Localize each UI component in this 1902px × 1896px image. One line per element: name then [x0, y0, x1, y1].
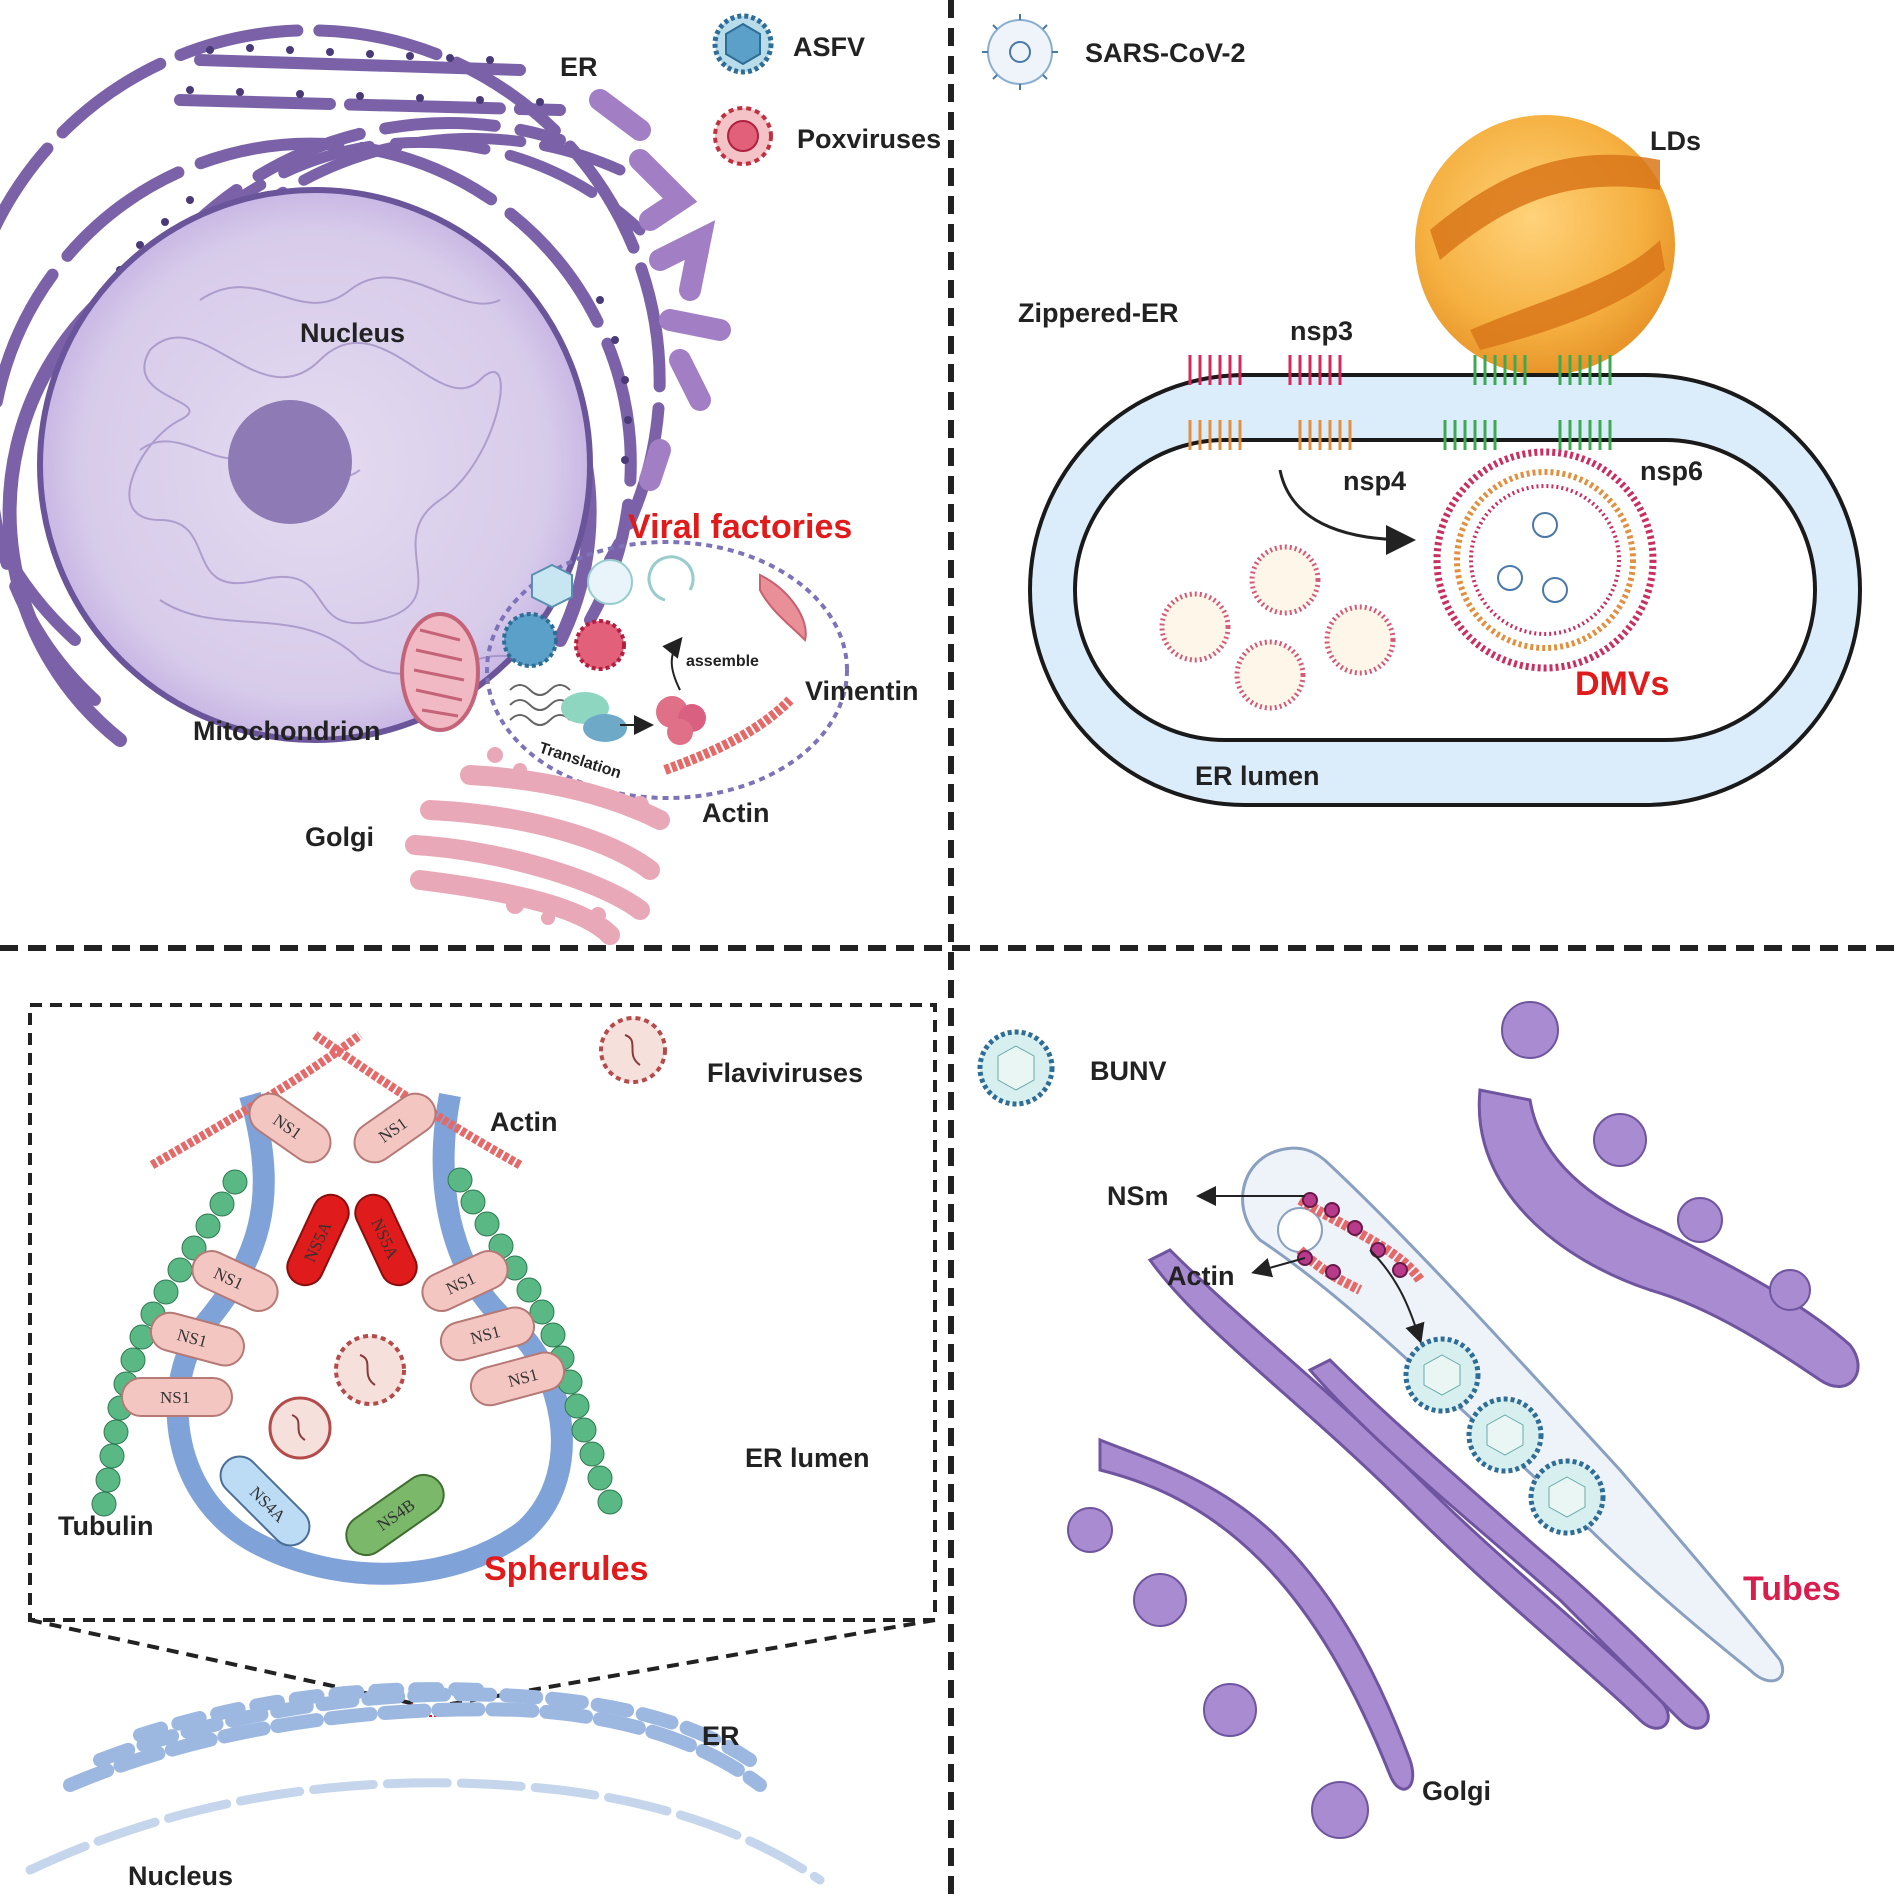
golgi-d [1098, 1088, 1860, 1791]
tubes-label: Tubes [1743, 1570, 1841, 1608]
bunv-label: BUNV [1090, 1056, 1167, 1086]
mitochondrion-label: Mitochondrion [193, 716, 380, 746]
nsp3-label: nsp3 [1290, 316, 1353, 346]
poxvirus-icon [713, 106, 773, 166]
virion-release-arrow [1369, 1249, 1425, 1344]
viral-factories-label: Viral factories [628, 508, 852, 546]
asfv-icon [712, 13, 774, 75]
golgi-label-d: Golgi [1422, 1776, 1491, 1806]
nucleus-label-c: Nucleus [128, 1861, 233, 1891]
panel-d: BUNV Golgi NSm Actin [977, 1001, 1860, 1839]
flavivirus-icon [599, 1016, 667, 1084]
bunv-virion [1528, 1458, 1606, 1536]
er-label-c: ER [702, 1721, 740, 1751]
mitochondrion-icon [400, 612, 480, 732]
actin-label-a: Actin [702, 798, 770, 828]
ns1-protein: NS1 [121, 1377, 233, 1417]
zippered-er-label: Zippered-ER [1018, 298, 1179, 328]
actin-label-d: Actin [1167, 1261, 1235, 1291]
sars-cov-2-icon [982, 14, 1058, 90]
flavivirus-virion [334, 1334, 406, 1406]
lds-label: LDs [1650, 126, 1701, 156]
ns4a-protein: NS4A [219, 1455, 311, 1547]
golgi-label-a: Golgi [305, 822, 374, 852]
ns1-protein: NS1 [439, 1306, 536, 1362]
nsm-label: NSm [1107, 1181, 1169, 1211]
asfv-label: ASFV [793, 32, 865, 62]
flavivirus-virion [268, 1396, 332, 1460]
svg-text:NS1: NS1 [160, 1388, 190, 1407]
bunv-icon [977, 1029, 1055, 1107]
assemble-label: assemble [686, 653, 759, 670]
nsp6-label: nsp6 [1640, 456, 1703, 486]
nucleus-label-a: Nucleus [300, 318, 405, 348]
factory-contents [502, 555, 706, 745]
nuclear-envelope-c [25, 1778, 825, 1885]
actin-filament-a [663, 696, 794, 775]
actin-label-c: Actin [490, 1107, 558, 1137]
dmvs-label: DMVs [1575, 665, 1669, 703]
zoom-lines [29, 1618, 936, 1707]
nucleolus-a [228, 400, 352, 524]
nsp4-protein [1188, 420, 1352, 450]
golgi-a [405, 765, 670, 945]
vimentin-label: Vimentin [805, 676, 919, 706]
ns5a-protein: NS5A [286, 1193, 350, 1287]
er-tubules-a [589, 89, 731, 491]
ns1-protein: NS1 [191, 1250, 279, 1312]
poxviruses-label: Poxviruses [797, 124, 941, 154]
tubulin-label: Tubulin [58, 1511, 153, 1541]
dmv-formation-arrow [1278, 469, 1416, 555]
ns1-protein: NS1 [421, 1250, 509, 1312]
nsp6-protein [1443, 355, 1612, 450]
er-lumen-label-c: ER lumen [745, 1443, 870, 1473]
er-label-a: ER [560, 52, 598, 82]
vimentin-shape [759, 573, 807, 642]
ns1-protein: NS1 [149, 1311, 246, 1367]
panel-b: SARS-CoV-2 LDs Zippered-ER ER lumen nsp3… [982, 14, 1862, 807]
ns1-protein: NS1 [469, 1351, 566, 1407]
nsp4-label: nsp4 [1343, 466, 1406, 496]
dmv-small [1159, 544, 1396, 711]
tubulin-right [447, 1167, 623, 1515]
ns4b-protein: NS4B [345, 1473, 445, 1557]
spherules-label: Spherules [484, 1550, 648, 1588]
viral-factory-boundary [485, 540, 849, 800]
actin-arrow-d [1251, 1257, 1306, 1278]
golgi-vesicles-a [487, 747, 649, 925]
er-lumen-label-b: ER lumen [1195, 761, 1320, 791]
panel-c: Flaviviruses Actin Tubulin NS1 NS1 NS1 [25, 1003, 937, 1891]
tube-vesicle [1277, 1207, 1323, 1253]
bunv-virion [1403, 1336, 1481, 1414]
dmv-large [1433, 448, 1657, 672]
tube-actin [1297, 1195, 1425, 1283]
flaviviruses-label: Flaviviruses [707, 1058, 863, 1088]
lipid-droplet [1415, 115, 1675, 375]
ns1-protein: NS1 [353, 1092, 437, 1164]
ns1-protein: NS1 [248, 1092, 332, 1164]
ns5a-protein: NS5A [354, 1193, 418, 1287]
bunv-virion [1466, 1396, 1544, 1474]
sars-cov-2-label: SARS-CoV-2 [1085, 38, 1246, 68]
nsp3-protein [1188, 355, 1342, 385]
spherule-membrane [166, 1091, 573, 1585]
panel-a: Nucleus ER ASFV Poxviruses Viral factori… [0, 13, 941, 945]
golgi-vesicles-d [1067, 1001, 1811, 1839]
er-sheets-c [63, 1682, 767, 1792]
